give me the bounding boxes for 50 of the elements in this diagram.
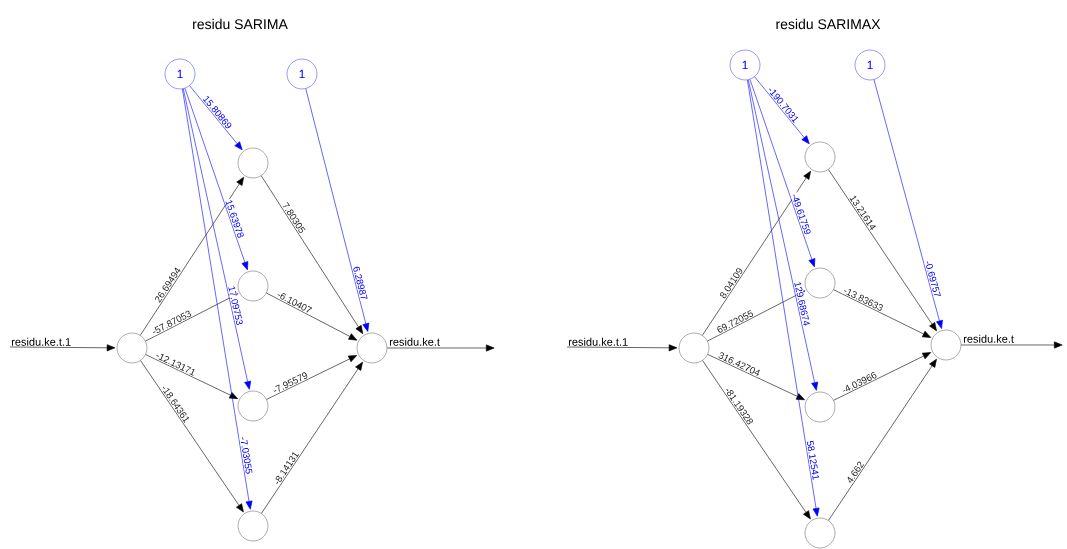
arrow bbox=[833, 289, 932, 338]
arrow bbox=[266, 292, 358, 341]
arrow bbox=[960, 341, 1063, 349]
neuron-circle bbox=[356, 332, 388, 364]
arrow bbox=[261, 361, 363, 514]
arrow bbox=[754, 76, 810, 145]
arrow bbox=[189, 85, 243, 151]
arrow bbox=[305, 88, 370, 332]
arrow bbox=[386, 344, 495, 352]
edge-label: 58.12541 bbox=[805, 439, 821, 482]
input-label: residu.ke.t.1 bbox=[568, 337, 628, 346]
arrow bbox=[145, 354, 238, 399]
arrow bbox=[702, 360, 811, 520]
arrow bbox=[9, 344, 116, 352]
edge-label: 129.68674 bbox=[793, 280, 811, 328]
edge-label: 17.09753 bbox=[227, 284, 244, 327]
neuron-circle bbox=[804, 517, 836, 549]
neuron-circle bbox=[237, 390, 269, 422]
neuron-circle bbox=[237, 147, 269, 179]
arrow bbox=[702, 170, 811, 336]
arrow bbox=[747, 79, 819, 391]
arrow bbox=[184, 88, 249, 271]
neuron-circle bbox=[678, 332, 710, 364]
arrow bbox=[873, 79, 943, 329]
edge-label: -7.03055 bbox=[239, 435, 254, 476]
neuron-circle bbox=[804, 141, 836, 173]
arrow bbox=[182, 88, 253, 510]
output-label: residu.ke.t bbox=[389, 337, 440, 346]
panel-title: residu SARIMAX bbox=[776, 18, 881, 30]
arrow bbox=[140, 360, 244, 513]
arrow bbox=[140, 176, 244, 336]
arrow bbox=[828, 358, 937, 521]
edge-label: 6.28987 bbox=[352, 265, 369, 302]
arrow bbox=[828, 169, 937, 332]
neuron-circle bbox=[237, 510, 269, 542]
input-label: residu.ke.t.1 bbox=[11, 337, 71, 346]
arrow bbox=[260, 175, 364, 334]
arrow bbox=[266, 355, 357, 400]
arrow bbox=[182, 88, 251, 390]
arrow bbox=[747, 79, 820, 517]
arrow bbox=[566, 344, 678, 352]
arrow bbox=[749, 79, 816, 268]
neuron-circle bbox=[116, 332, 148, 364]
panel-title: residu SARIMA bbox=[193, 18, 288, 30]
output-label: residu.ke.t bbox=[963, 334, 1014, 343]
edge-label: -0.69757 bbox=[924, 259, 942, 299]
arrow bbox=[833, 352, 932, 401]
neuron-circle bbox=[804, 391, 836, 423]
neuron-circle bbox=[930, 329, 962, 361]
arrow bbox=[707, 354, 805, 401]
